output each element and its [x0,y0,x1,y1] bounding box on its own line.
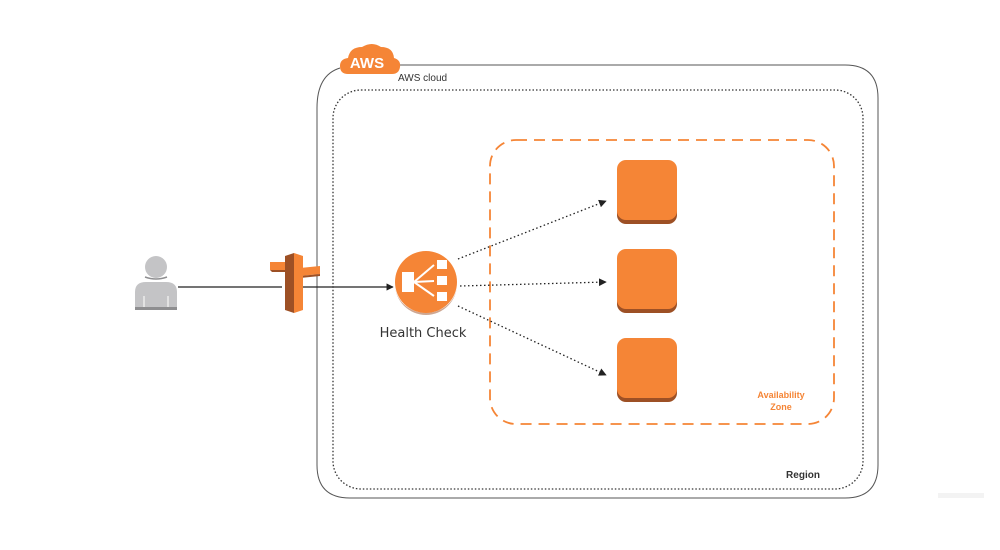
aws-badge: AWS [340,44,401,74]
decorative-shadow [938,493,984,498]
ec2-instance-icon [617,338,677,402]
ec2-instance-icon [617,249,677,313]
ec2-instance-icon [617,160,677,224]
connector-lb-to-instance-1 [457,199,607,260]
availability-zone-container [489,139,835,425]
region-container [332,89,864,490]
user-icon [135,256,177,310]
load-balancer-label: Health Check [380,326,467,341]
aws-badge-label: AWS [350,55,384,72]
availability-zone-label-line1: Availability [757,390,804,400]
connector-lb-to-instance-3 [457,305,607,376]
region-label: Region [786,470,820,481]
connector-lb-to-instance-2 [459,278,607,287]
aws-cloud-label: AWS cloud [398,73,447,84]
route53-signpost-icon [270,253,320,313]
aws-cloud-container [316,64,879,499]
elastic-load-balancer-icon [395,251,457,315]
aws-cloud-icon [340,44,401,74]
availability-zone-label-line2: Zone [770,402,792,412]
